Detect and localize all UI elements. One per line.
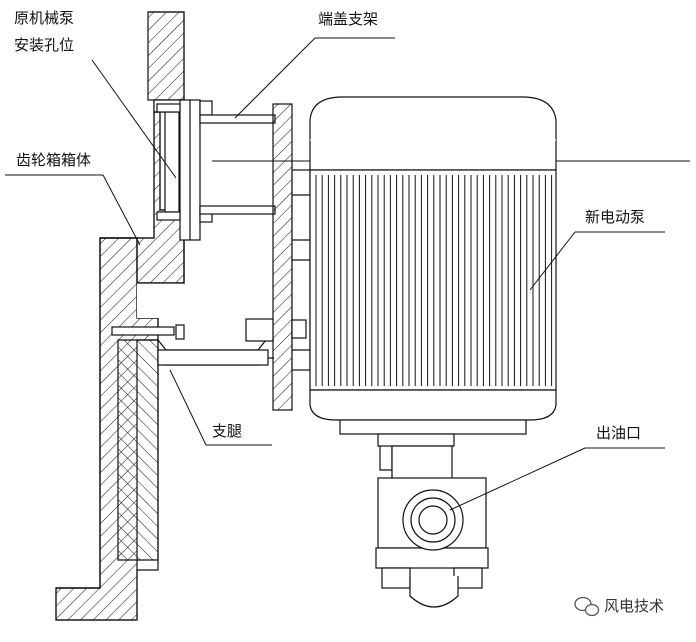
label-support-leg: 支腿 [212, 422, 242, 440]
label-oil-outlet: 出油口 [596, 424, 641, 442]
leader-gearbox [102, 174, 141, 246]
label-new-electric-pump: 新电动泵 [585, 208, 645, 226]
leader-end-cover-bracket [234, 37, 316, 119]
leader-outlet [449, 447, 586, 511]
watermark-text: 风电技术 [604, 597, 664, 615]
label-original-pump-hole-line2: 安装孔位 [14, 36, 74, 54]
leader-new-pump [529, 231, 576, 291]
pump-head [375, 433, 489, 608]
label-end-cover-bracket: 端盖支架 [318, 10, 378, 28]
label-original-pump-hole-line1: 原机械泵 [14, 9, 74, 27]
new-electric-pump-motor [309, 96, 557, 435]
label-gearbox-housing: 齿轮箱箱体 [16, 151, 91, 169]
watermark: 风电技术 [574, 596, 664, 617]
original-pump-flange [156, 99, 213, 241]
support-leg [111, 318, 307, 366]
leader-support-leg [169, 369, 207, 446]
gearbox-housing-wall [55, 11, 185, 621]
wechat-icon [574, 596, 600, 617]
leader-lines [5, 37, 665, 511]
leader-original-pump-hole [91, 59, 177, 179]
